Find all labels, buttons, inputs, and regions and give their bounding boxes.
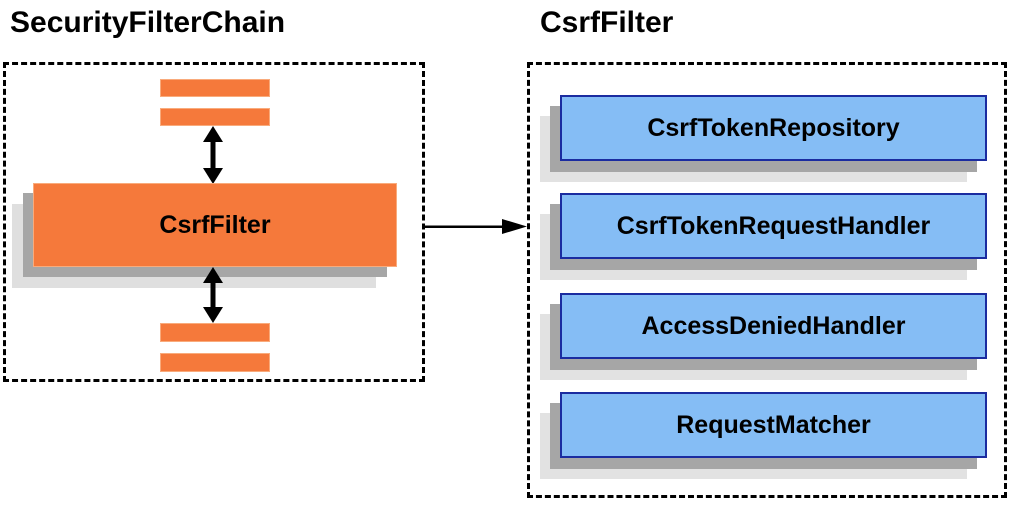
filter-bar [160,79,270,97]
filter-bar [160,323,270,342]
component-label: CsrfTokenRequestHandler [616,211,931,240]
component-label: RequestMatcher [676,410,871,439]
connector-arrow-icon [423,219,527,234]
right-panel-title: CsrfFilter [540,6,674,39]
component-box-csrf-token-repository: CsrfTokenRepository [560,95,987,161]
component-box-access-denied-handler: AccessDeniedHandler [560,293,987,359]
csrf-filter-node: CsrfFilter [33,183,397,267]
bidirectional-arrow-icon [203,126,223,184]
filter-bar [160,353,270,372]
security-filter-chain-panel [3,62,425,382]
left-panel-title: SecurityFilterChain [10,6,286,39]
component-label: CsrfTokenRepository [647,113,900,142]
filter-bar [160,108,270,126]
bidirectional-arrow-icon [203,267,223,323]
csrf-filter-node-label: CsrfFilter [159,210,271,239]
component-box-csrf-token-request-handler: CsrfTokenRequestHandler [560,193,987,259]
component-label: AccessDeniedHandler [641,311,906,340]
component-box-request-matcher: RequestMatcher [560,392,987,458]
csrf-filter-panel [527,62,1007,498]
